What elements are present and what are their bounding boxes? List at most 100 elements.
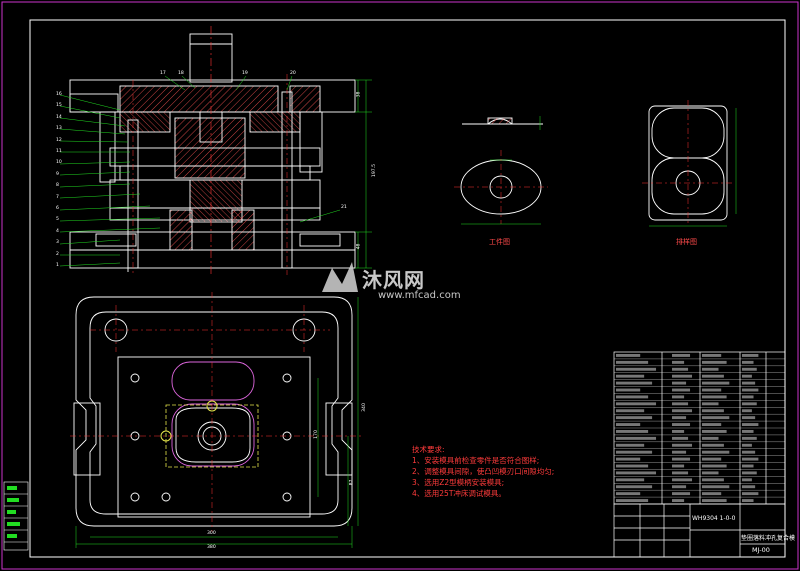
bom-cell-text [742, 423, 759, 426]
bom-cell-text [702, 485, 730, 489]
bom-cell-text [616, 367, 657, 371]
bom-cell-text [742, 360, 754, 364]
lower-die-plate [69, 231, 356, 251]
bom-cell-text [672, 478, 693, 482]
bom-cell-text [616, 457, 641, 461]
bom-cell-text [742, 457, 759, 461]
bom-cell-text [742, 436, 757, 440]
bom-cell-text [702, 499, 727, 502]
bom-cell-text [616, 354, 641, 357]
bom-cell-text [742, 374, 752, 378]
bom-cell-text [672, 409, 693, 413]
bom-cell-text [672, 416, 687, 420]
bom-cell-text [616, 388, 641, 392]
bom-cell-text [672, 381, 687, 385]
dim-lower-height: 48 [356, 243, 362, 250]
dim-upper-height: 38 [356, 91, 362, 98]
part-number-11: 11 [56, 149, 62, 154]
bom-cell-text [742, 395, 754, 399]
bom-cell-text [616, 492, 641, 496]
dim-offset-height: 87 [349, 479, 355, 486]
bom-cell-text [702, 430, 727, 433]
die-plate [117, 356, 311, 518]
bom-cell-text [616, 416, 653, 420]
bom-cell-text [616, 464, 649, 468]
bom-cell-text [616, 374, 645, 378]
watermark-logo-icon [322, 262, 358, 292]
bom-cell-text [616, 423, 641, 426]
bom-cell-text [616, 478, 645, 482]
bom-cell-text [672, 354, 691, 357]
bom-cell-text [702, 381, 730, 385]
part-number-9: 9 [56, 171, 59, 177]
lower-die-set-outline [75, 296, 353, 527]
bom-cell-text [672, 374, 693, 378]
title-block-marker: WH9304 1-0-0 [692, 515, 736, 522]
bom-cell-text [672, 457, 691, 461]
bom-cell-text [742, 492, 759, 496]
bom-cell-text [702, 464, 727, 468]
part-number-12: 12 [56, 137, 62, 143]
bom-cell-text [742, 443, 752, 447]
bom-cell-text [616, 450, 653, 454]
part-number-6: 6 [56, 206, 59, 211]
tech-req-heading: 技术要求: [412, 445, 445, 454]
part-number-2: 2 [56, 251, 59, 257]
bom-cell-text [672, 492, 691, 496]
bom-cell-text [702, 492, 722, 496]
bom-cell-text [742, 388, 759, 392]
part-number-21: 21 [341, 205, 347, 210]
bom-cell-text [616, 430, 649, 433]
bom-cell-text [742, 478, 752, 482]
tech-req-item-3: 3、选用Z2型模柄安装模具; [412, 478, 505, 487]
bom-cell-text [672, 402, 689, 406]
dim-base-width-outer: 380 [207, 545, 216, 550]
bom-cell-text [672, 360, 685, 364]
part-number-13: 13 [56, 126, 62, 132]
bom-cell-text [616, 381, 653, 385]
bom-cell-text [672, 485, 687, 489]
bom-cell-text [616, 485, 653, 489]
bom-cell-text [616, 402, 657, 406]
bom-cell-text [672, 367, 689, 371]
bom-rows [614, 354, 785, 502]
tech-req-item-4: 4、选用25T冲床调试模具。 [412, 489, 506, 498]
part-number-17: 17 [160, 71, 166, 76]
bom-cell-text [702, 367, 719, 371]
drawing-frame [29, 19, 786, 558]
bom-cell-text [702, 457, 722, 461]
part-number-1: 1 [56, 263, 59, 268]
dim-hole-span: 170 [313, 430, 319, 439]
part-number-14: 14 [56, 114, 62, 120]
part-number-18: 18 [178, 71, 184, 76]
bom-cell-text [702, 354, 722, 357]
part-number-20: 20 [290, 71, 296, 76]
bom-cell-text [616, 436, 657, 440]
bom-cell-text [672, 443, 693, 447]
bom-cell-text [672, 464, 685, 468]
bom-cell-text [702, 416, 730, 420]
front-section-view [69, 33, 356, 272]
bom-cell-text [672, 423, 691, 426]
title-block-title: 垫圈落料冲孔复合模 [741, 535, 796, 542]
bom-cell-text [742, 409, 752, 413]
bom-cell-text [616, 499, 649, 502]
bom-cell-text [702, 478, 724, 482]
bom-cell-text [702, 443, 724, 447]
front-dimensions [355, 79, 372, 269]
bom-cell-text [742, 499, 754, 502]
part-number-10: 10 [56, 160, 62, 166]
part-number-3: 3 [56, 240, 59, 246]
bom-cell-text [742, 416, 756, 420]
bom-cell-text [742, 402, 757, 406]
bom-cell-text [742, 354, 759, 357]
bom-cell-text [702, 436, 719, 440]
part-leaders-left [59, 75, 341, 267]
part-number-15: 15 [56, 103, 62, 109]
bom-cell-text [616, 360, 649, 364]
plan-view [73, 296, 353, 527]
tech-req-item-2: 2、调整模具间隙，使凸凹模刃口间隙均匀; [412, 467, 555, 476]
bom-cell-text [742, 471, 757, 475]
watermark-brand: 沐风网 [362, 268, 425, 292]
